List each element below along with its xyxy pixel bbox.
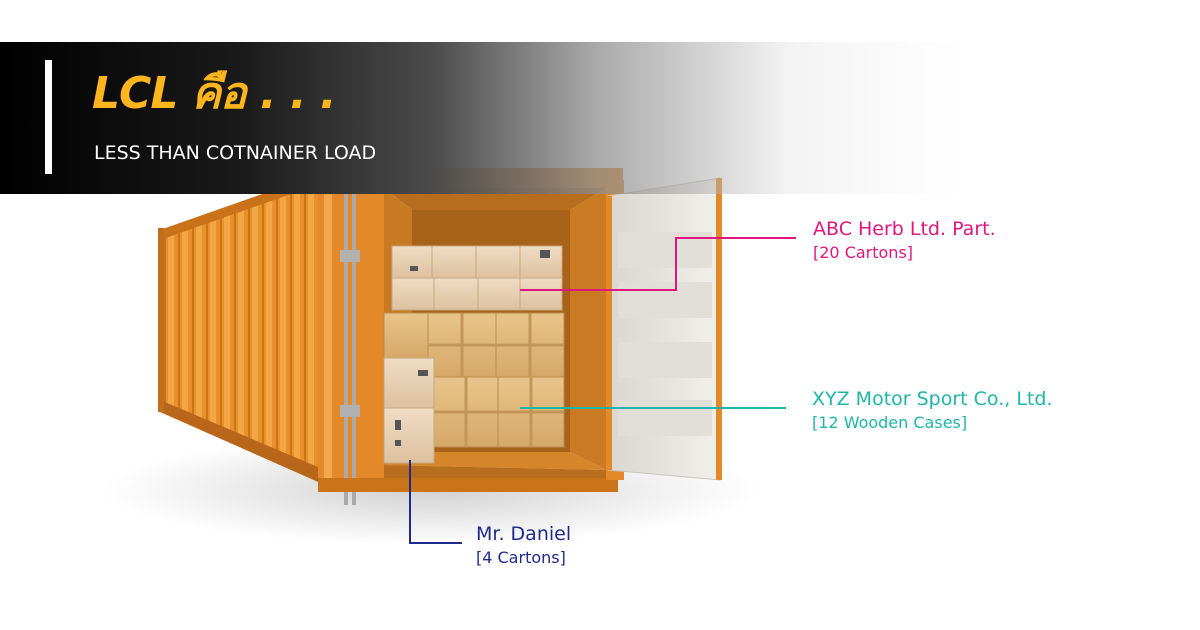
callout-abc-herb: ABC Herb Ltd. Part. [20 Cartons] bbox=[813, 216, 996, 264]
callout-consignee-name: ABC Herb Ltd. Part. bbox=[813, 218, 996, 240]
callout-xyz-motor-sport: XYZ Motor Sport Co., Ltd. [12 Wooden Cas… bbox=[812, 386, 1052, 434]
callout-consignee-name: Mr. Daniel bbox=[476, 523, 572, 545]
wooden-cases bbox=[383, 312, 565, 448]
header-banner bbox=[0, 42, 960, 194]
cartons-bottom-left bbox=[383, 357, 435, 464]
cartons-top bbox=[391, 245, 563, 311]
container-side-wall bbox=[158, 172, 325, 485]
abc-connector-line bbox=[520, 237, 796, 291]
daniel-connector-line bbox=[409, 460, 462, 544]
open-door bbox=[606, 177, 722, 481]
callout-quantity: [4 Cartons] bbox=[476, 548, 566, 567]
page-title: LCL คือ . . . bbox=[92, 68, 337, 119]
callout-connectors bbox=[409, 237, 796, 544]
header-accent-line bbox=[45, 60, 52, 174]
callout-quantity: [20 Cartons] bbox=[813, 243, 914, 262]
callout-quantity: [12 Wooden Cases] bbox=[812, 413, 968, 432]
callout-consignee-name: XYZ Motor Sport Co., Ltd. bbox=[812, 388, 1053, 410]
callout-mr-daniel: Mr. Daniel [4 Cartons] bbox=[476, 521, 571, 569]
page-subtitle: LESS THAN COTNAINER LOAD bbox=[94, 142, 377, 164]
